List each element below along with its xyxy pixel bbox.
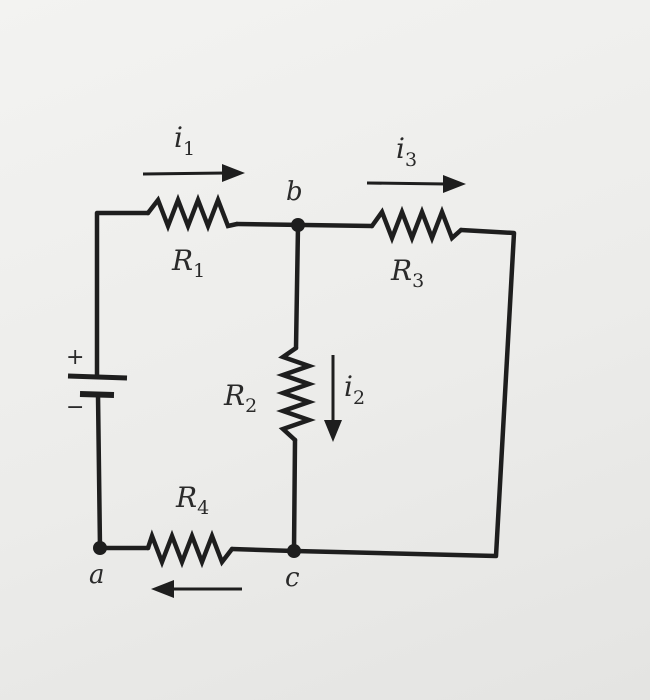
i1-symbol: i [174,121,183,154]
arrow-i1-shaft [142,171,227,176]
node-c-dot [287,544,301,558]
arrow-i2 [324,355,342,442]
battery-minus-sign: − [66,395,84,420]
node-b-dot [291,218,305,232]
arrow-i1 [142,164,245,182]
resistor-r4-label: R4 [175,481,209,519]
r1-symbol: R [171,244,193,277]
r3-symbol: R [390,254,412,287]
arrow-bottom-head [151,580,174,598]
node-b-label: b [286,177,303,207]
i1-subscript: 1 [183,138,195,160]
i2-symbol: i [344,370,353,403]
resistor-r2 [276,345,316,443]
resistor-r2-label: R2 [223,379,257,417]
node-c-label: c [285,563,300,593]
battery: + − [66,345,128,420]
arrow-i3 [366,175,466,193]
arrow-i3-head [443,175,466,193]
node-a-dot [93,541,107,555]
battery-short-plate [79,391,115,398]
node-a-label: a [89,560,105,590]
i3-subscript: 3 [405,149,417,171]
current-i2-label: i2 [344,370,365,409]
resistor-r1 [145,193,240,233]
r4-subscript: 4 [197,497,209,519]
wire-b-r2 [293,223,301,351]
resistor-r3 [369,205,464,245]
arrow-i2-head [324,420,342,442]
circuit-wires [94,210,517,559]
wire-left-top [94,210,151,378]
battery-plus-sign: + [66,345,84,370]
resistor-r3-label: R3 [390,254,424,292]
wire-right [292,227,517,559]
wire-r2-c [291,437,298,554]
i3-symbol: i [396,132,405,165]
r4-symbol: R [175,481,197,514]
r2-symbol: R [223,379,245,412]
resistor-r1-label: R1 [171,244,205,282]
wire-left-bottom [95,392,103,551]
battery-long-plate [67,373,128,381]
i2-subscript: 2 [353,387,365,409]
wire-c-r4 [229,546,297,554]
r2-subscript: 2 [245,395,257,417]
r1-subscript: 1 [193,260,205,282]
current-i1-label: i1 [174,121,195,160]
current-i3-label: i3 [396,132,417,171]
resistor-r4 [145,529,235,569]
r3-subscript: 3 [412,270,424,292]
arrow-i3-shaft [366,181,448,186]
arrow-i1-head [222,164,245,182]
arrow-i4-left [151,580,242,598]
